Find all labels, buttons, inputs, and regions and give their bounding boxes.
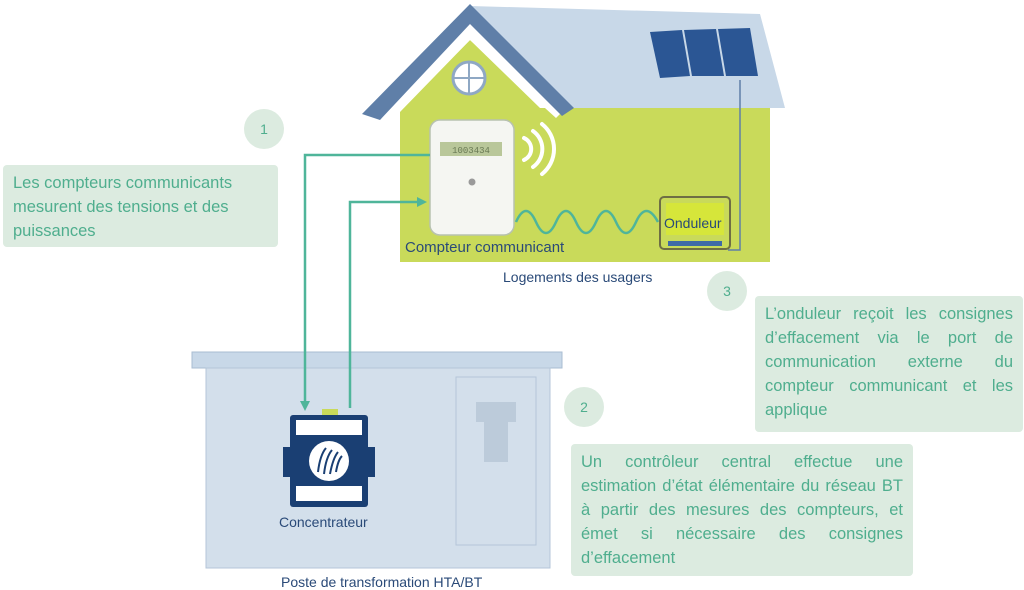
step-2-badge: 2 bbox=[564, 387, 604, 427]
roof-edge bbox=[362, 4, 574, 120]
inverter-label: Onduleur bbox=[664, 215, 722, 231]
homes-label: Logements des usagers bbox=[503, 269, 653, 285]
meter-display-value: 1003434 bbox=[452, 146, 490, 156]
step-3-badge: 3 bbox=[707, 271, 747, 311]
concentrator bbox=[283, 409, 375, 507]
inverter bbox=[659, 196, 731, 250]
meter-label: Compteur communicant bbox=[405, 239, 565, 256]
step-1-badge: 1 bbox=[244, 109, 284, 149]
data-wave bbox=[514, 209, 660, 235]
meter-display bbox=[440, 142, 502, 156]
solar-panel-icon bbox=[650, 28, 758, 78]
arrow-meter-to-concentrator bbox=[300, 153, 430, 411]
round-window-icon bbox=[451, 60, 487, 96]
step-3-note: L’onduleur reçoit les consignes d’efface… bbox=[755, 296, 1023, 432]
step-2-note: Un contrôleur central effectue une estim… bbox=[571, 444, 913, 576]
substation-label: Poste de transformation HTA/BT bbox=[281, 574, 483, 590]
step-1-note: Les compteurs communicants mesurent des … bbox=[3, 165, 278, 247]
concentrator-logo-icon bbox=[309, 441, 349, 481]
inverter-cable bbox=[728, 80, 741, 251]
arrow-concentrator-to-meter bbox=[348, 197, 427, 408]
smart-meter: 1003434 bbox=[429, 119, 515, 236]
gable-triangle bbox=[400, 28, 566, 118]
wifi-icon bbox=[522, 122, 556, 176]
concentrator-label: Concentrateur bbox=[279, 514, 368, 530]
substation bbox=[191, 351, 563, 569]
